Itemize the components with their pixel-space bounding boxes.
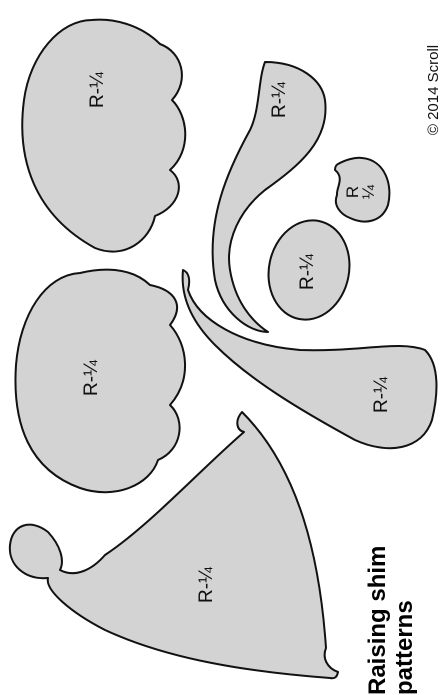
pattern-small-drop: R ¼ [334,156,391,223]
long-tail-lower-shape [181,269,438,450]
pattern-oval: R-¼ [267,219,351,321]
pattern-long-tail-lower: R-¼ [181,269,438,450]
cloud-top-label: R-¼ [87,71,108,108]
pattern-long-tail-upper: R-¼ [211,61,327,333]
long-tail-lower-label: R-¼ [371,376,392,413]
cloud-middle-label: R-¼ [81,359,102,396]
oval-label: R-¼ [297,253,318,290]
copyright-text: © 2014 Scroll [425,45,442,135]
title-line-2: patterns [391,600,418,695]
title-line-1: Raising shim [364,546,391,695]
pattern-cloud-middle: R-¼ [14,268,186,494]
cloud-middle-shape [14,268,186,494]
long-tail-upper-label: R-¼ [269,81,290,118]
hat-label: R-¼ [196,566,217,603]
small-drop-shape [334,156,391,223]
hat-shape [8,411,339,680]
small-drop-label-line2: ¼ [359,184,378,199]
cloud-top-shape [21,18,187,253]
pattern-cloud-top: R-¼ [21,18,187,253]
oval-shape [267,219,351,321]
long-tail-upper-shape [211,61,327,333]
pattern-hat: R-¼ [8,411,339,680]
small-drop-label-line1: R [343,186,362,198]
